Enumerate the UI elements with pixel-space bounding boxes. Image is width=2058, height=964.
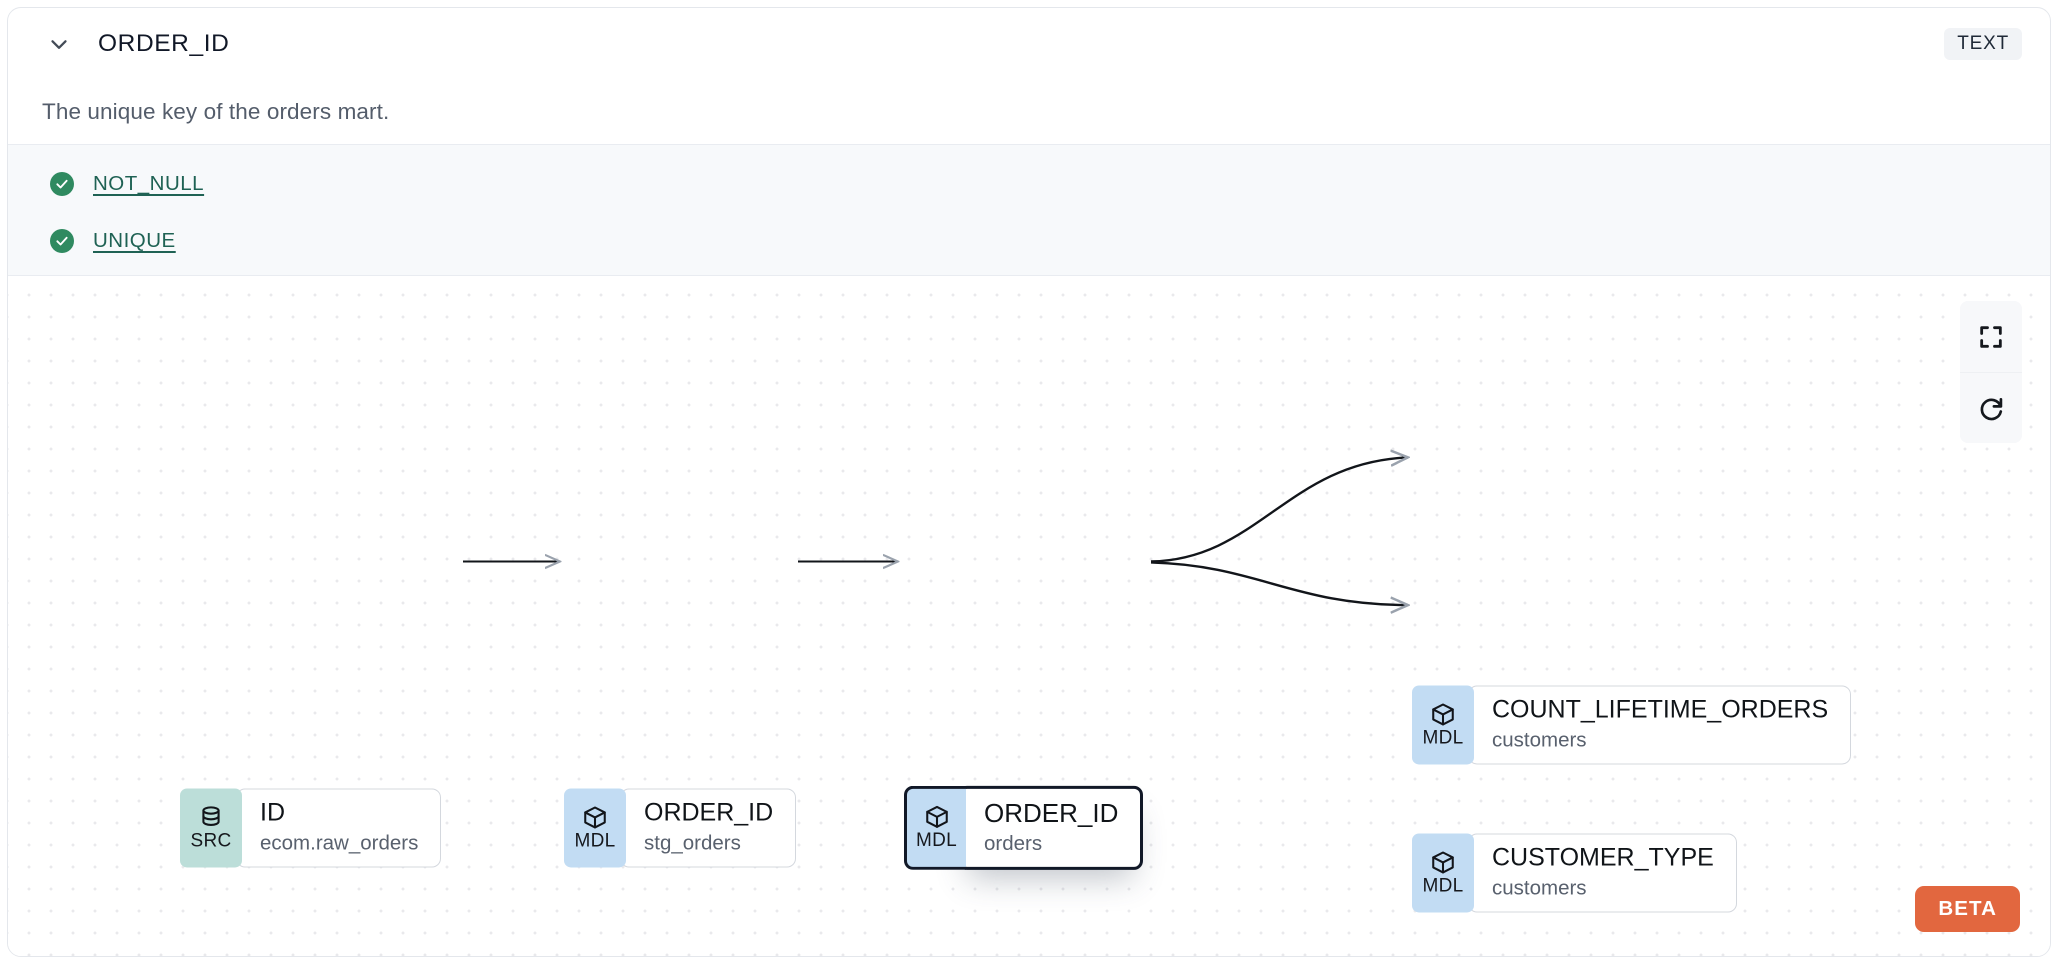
chevron-down-icon[interactable] (42, 27, 76, 61)
column-description: The unique key of the orders mart. (42, 99, 390, 124)
lineage-node-count-lifetime-orders[interactable]: MDL COUNT_LIFETIME_ORDERS customers (1412, 685, 1852, 765)
node-subtitle: customers (1492, 727, 1587, 751)
node-badge-mdl: MDL (1412, 833, 1474, 913)
edge-orders-to-count-lifetime-orders (1150, 457, 1408, 563)
beta-badge[interactable]: BETA (1915, 885, 2020, 932)
node-body: ORDER_ID stg_orders (620, 788, 797, 868)
card-header: ORDER_ID TEXT (8, 8, 2050, 80)
edge-orders-to-customer-type (1150, 561, 1408, 605)
test-item-unique[interactable]: UNIQUE (50, 218, 2050, 264)
node-name: COUNT_LIFETIME_ORDERS (1492, 695, 1829, 724)
lineage-node-stg-order-id[interactable]: MDL ORDER_ID stg_orders (564, 788, 797, 868)
fullscreen-button[interactable] (1960, 301, 2022, 372)
column-type-badge: TEXT (1944, 28, 2022, 60)
node-body: COUNT_LIFETIME_ORDERS customers (1468, 685, 1852, 765)
node-subtitle: stg_orders (644, 830, 741, 854)
refresh-icon (1980, 398, 2003, 421)
check-circle-icon (50, 172, 74, 196)
cube-icon (925, 805, 948, 828)
test-link-label[interactable]: NOT_NULL (93, 172, 205, 195)
refresh-button[interactable] (1960, 372, 2022, 443)
node-body: CUSTOMER_TYPE customers (1468, 833, 1737, 913)
lineage-node-customer-type[interactable]: MDL CUSTOMER_TYPE customers (1412, 833, 1737, 913)
node-subtitle: ecom.raw_orders (260, 830, 419, 854)
test-item-not-null[interactable]: NOT_NULL (50, 161, 2050, 207)
node-badge-label: MDL (915, 829, 957, 851)
node-name: ORDER_ID (984, 797, 1119, 828)
cube-icon (584, 806, 606, 828)
node-badge-src: SRC (180, 788, 242, 868)
node-subtitle: customers (1492, 875, 1587, 899)
node-badge-label: SRC (190, 830, 232, 851)
node-body: ORDER_ID orders (958, 785, 1144, 871)
cube-icon (1432, 703, 1454, 725)
node-badge-label: MDL (1422, 875, 1464, 896)
lineage-node-id[interactable]: SRC ID ecom.raw_orders (180, 788, 442, 868)
database-icon (202, 805, 220, 826)
lineage-canvas[interactable]: SRC ID ecom.raw_orders MDL ORDER_ID stg_… (8, 276, 2050, 956)
node-subtitle: orders (984, 831, 1043, 855)
node-badge-mdl: MDL (1412, 685, 1474, 765)
tests-section: NOT_NULL UNIQUE (8, 144, 2050, 276)
node-badge-label: MDL (1422, 727, 1464, 748)
node-body: ID ecom.raw_orders (236, 788, 442, 868)
cube-icon (1432, 851, 1454, 873)
test-link-label[interactable]: UNIQUE (93, 229, 176, 252)
lineage-node-orders-order-id-selected[interactable]: MDL ORDER_ID orders (904, 785, 1144, 871)
node-name: CUSTOMER_TYPE (1492, 843, 1714, 872)
node-badge-label: MDL (574, 830, 616, 851)
node-badge-mdl: MDL (564, 788, 626, 868)
check-circle-icon (50, 229, 74, 253)
column-detail-card: ORDER_ID TEXT The unique key of the orde… (7, 7, 2051, 957)
node-name: ID (260, 798, 285, 827)
fullscreen-icon (1980, 325, 2002, 348)
page-title: ORDER_ID (98, 30, 230, 57)
node-badge-mdl: MDL (904, 785, 966, 871)
node-name: ORDER_ID (644, 798, 774, 827)
canvas-controls (1960, 301, 2022, 443)
